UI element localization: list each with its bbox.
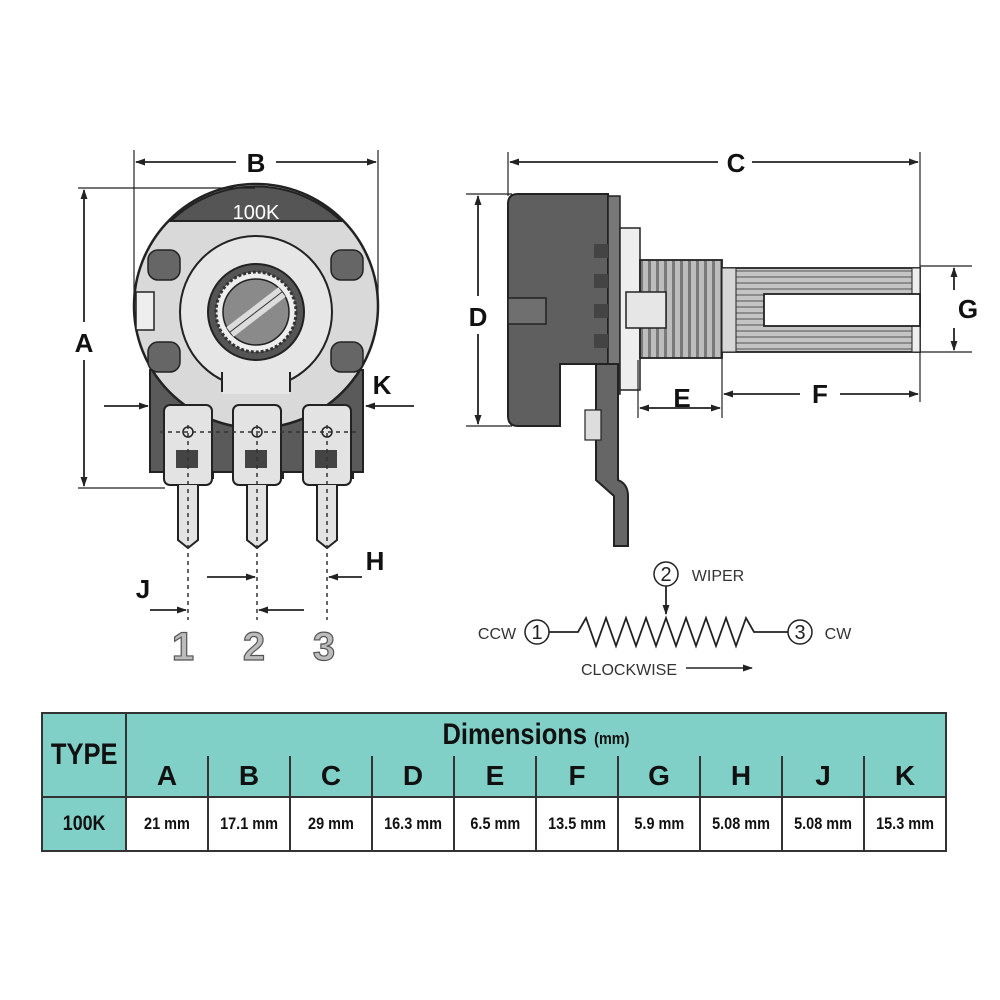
dimension-a: A [75,187,255,489]
column-header-b: B [207,756,291,798]
dim-label-g: G [958,294,978,324]
front-view: 100K [132,182,380,620]
dimension-j: J [136,574,304,614]
dimension-b: B [133,148,379,295]
value-a-cell: 21 mm [125,796,209,852]
pin-label-3: 3 [313,625,335,669]
dim-label-a: A [75,328,94,358]
dimension-g: G [920,265,978,353]
dimension-c: C [507,148,921,268]
schematic-wiper-label: WIPER [692,568,744,585]
dimension-f: F [723,352,921,409]
value-c: 29 mm [308,814,354,833]
type-header: TYPE [50,738,118,771]
row-type-cell: 100K [41,796,127,852]
dim-label-f: F [812,379,828,409]
schematic-cw-label: CW [825,626,853,643]
dim-label-k: K [373,370,392,400]
schematic: CCW 1 3 CW 2 WIPER CLOCKWISE [478,561,853,679]
potentiometer-drawing: 100K [75,148,979,679]
value-h: 5.08 mm [712,814,770,833]
value-j: 5.08 mm [794,814,852,833]
schematic-clockwise-label: CLOCKWISE [581,662,677,679]
dimension-e: E [637,352,723,418]
value-a: 21 mm [144,814,190,833]
value-b: 17.1 mm [220,814,278,833]
column-header-d: D [371,756,455,798]
schematic-pin-1: 1 [531,622,542,644]
dimensions-unit: (mm) [594,729,630,748]
body-value-label: 100K [233,202,280,224]
dimensions-header: Dimensions [442,718,588,751]
dim-label-b: B [247,148,266,178]
column-header-e: E [453,756,537,798]
dimension-k: K [104,370,414,410]
value-k-cell: 15.3 mm [863,796,947,852]
column-header-g: G [617,756,701,798]
dimensions-table: TYPE Dimensions (mm) A B C D E F G H J K… [41,712,947,852]
schematic-ccw-label: CCW [478,626,517,643]
column-header-h: H [699,756,783,798]
dim-label-j: J [136,574,150,604]
column-header-f: F [535,756,619,798]
value-g: 5.9 mm [634,814,684,833]
type-header-cell: TYPE [41,712,127,798]
dim-label-h: H [366,546,385,576]
value-e: 6.5 mm [470,814,520,833]
column-header-a: A [125,756,209,798]
dimension-h: H [207,546,385,581]
schematic-pin-3: 3 [794,622,805,644]
table-row: 100K 21 mm 17.1 mm 29 mm 16.3 mm 6.5 mm … [41,796,947,852]
dimension-d: D [466,193,512,427]
pin-label-1: 1 [172,625,194,669]
dim-label-d: D [469,302,488,332]
column-header-j: J [781,756,865,798]
value-f-cell: 13.5 mm [535,796,619,852]
row-type: 100K [62,812,106,835]
value-e-cell: 6.5 mm [453,796,537,852]
dimensions-header-cell: Dimensions (mm) [125,712,947,756]
column-header-c: C [289,756,373,798]
value-j-cell: 5.08 mm [781,796,865,852]
schematic-pin-2: 2 [660,564,671,586]
value-d: 16.3 mm [384,814,442,833]
side-view [507,193,921,547]
value-b-cell: 17.1 mm [207,796,291,852]
column-header-k: K [863,756,947,798]
value-c-cell: 29 mm [289,796,373,852]
value-k: 15.3 mm [876,814,934,833]
value-f: 13.5 mm [548,814,606,833]
value-g-cell: 5.9 mm [617,796,701,852]
dim-label-e: E [673,383,690,413]
dim-label-c: C [727,148,746,178]
pin-label-2: 2 [243,625,265,669]
value-d-cell: 16.3 mm [371,796,455,852]
value-h-cell: 5.08 mm [699,796,783,852]
